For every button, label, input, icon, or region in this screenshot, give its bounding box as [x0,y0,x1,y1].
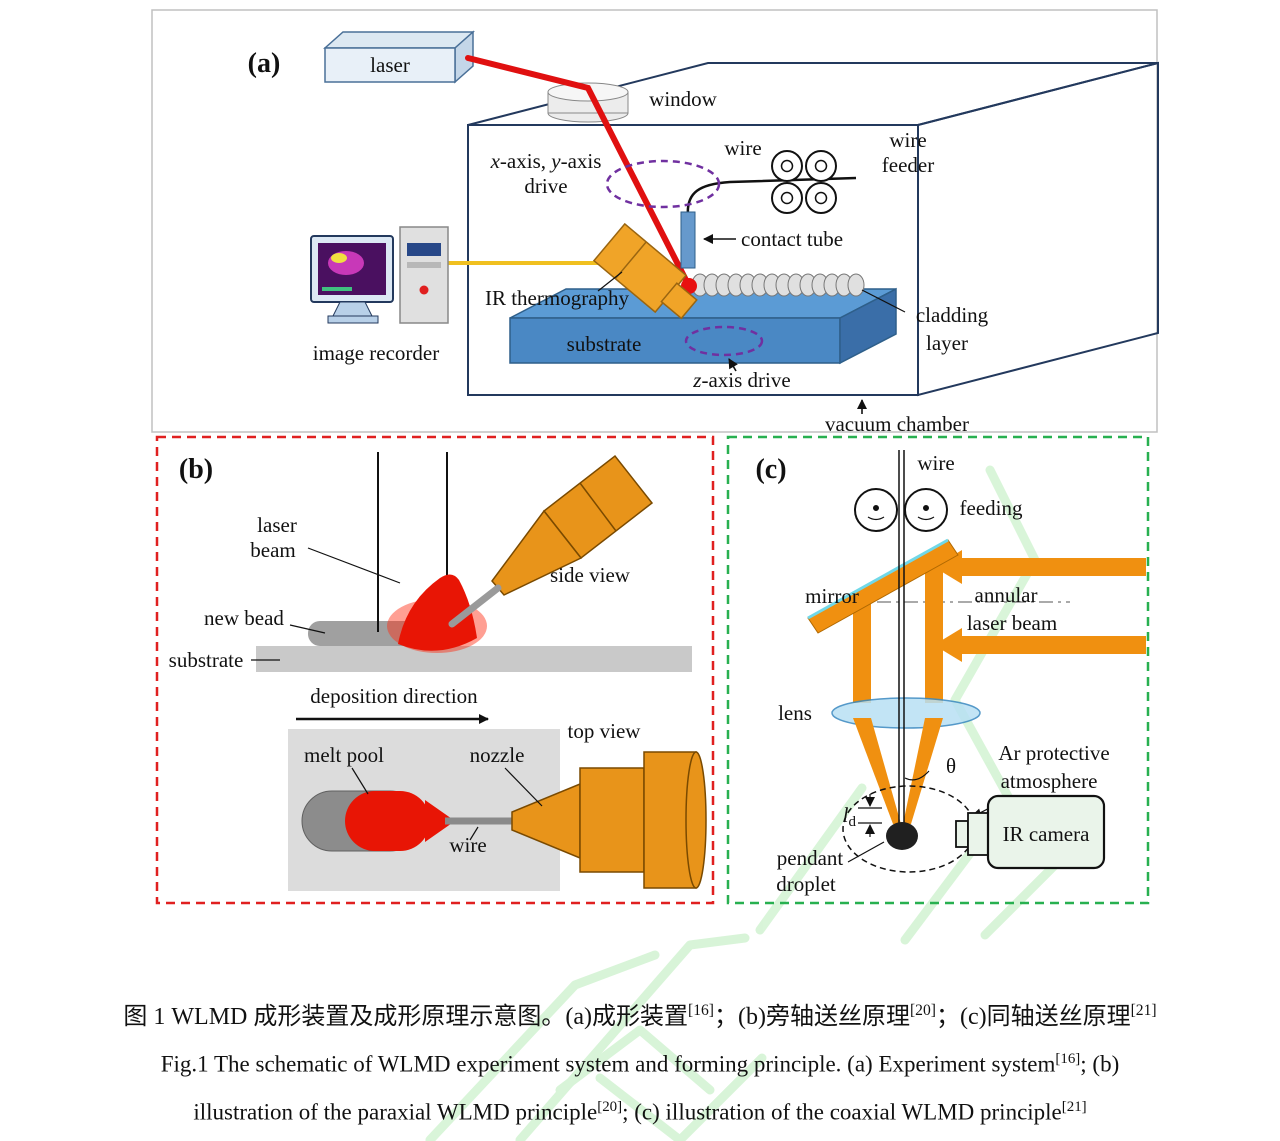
feeding-rollers [854,488,948,532]
z-drive-arrow [728,358,738,372]
new-bead-pointer [289,624,326,634]
melt-pool-tip [425,800,455,842]
vacuum-chamber-label: vacuum chamber [825,412,969,436]
ar-label-line1: Ar protective [998,741,1109,765]
figure-caption: 图 1 WLMD 成形装置及成形原理示意图。(a)成形装置[16]；(b)旁轴送… [0,996,1280,1139]
laser-beam-label-line1: laser [257,513,297,537]
image-recorder [310,226,449,324]
melt-flame [398,574,477,651]
contact-tube [680,211,696,269]
caption-english-line2: illustration of the paraxial WLMD princi… [193,1098,1087,1125]
laser-beam-pointer [307,547,401,584]
cladding-layer-coil [691,273,865,297]
laser-beam-path [465,55,692,289]
melt-pool-pointer [351,767,369,795]
beam-band-left [853,597,871,703]
panel-c: (c) [726,435,1150,905]
melt-pool-label: melt pool [304,743,384,767]
ir-thermography-label: IR thermography [485,286,630,310]
ar-label-line2: atmosphere [1001,769,1098,793]
caption-english-line1: Fig.1 The schematic of WLMD experiment s… [160,1051,1120,1077]
pendant-droplet-pointer [847,841,885,863]
image-recorder-label: image recorder [313,341,440,365]
laser-beam-label-line2: beam [250,538,295,562]
new-bead-label: new bead [204,606,284,630]
xy-drive-ellipse [605,159,721,209]
xy-drive-label-line2: drive [524,174,567,198]
wire-line [686,176,857,217]
lens [831,697,981,729]
wire-label-c: wire [917,451,954,475]
wire-vertical [898,450,905,824]
nozzle-side-view [491,454,654,596]
mirror [807,538,959,634]
ir-thermography-device [592,222,698,320]
deposition-direction-label: deposition direction [310,684,478,708]
wire-label-b: wire [449,833,486,857]
pendant-droplet-label-line2: droplet [776,872,836,896]
caption-chinese: 图 1 WLMD 成形装置及成形原理示意图。(a)成形装置[16]；(b)旁轴送… [123,1002,1157,1030]
z-drive-label: z-axis drive [692,368,790,392]
wire-pointer-b [469,826,479,841]
annular-label: annular [975,583,1038,607]
beam-band-right [925,557,943,703]
figure-diagram: (a) laser window [151,9,1159,905]
panel-a-tag: (a) [248,48,281,79]
cladding-label-line1: cladding [916,303,989,327]
theta-arc [904,770,930,781]
laser-beam-label-c: laser beam [967,611,1057,635]
contact-tube-label: contact tube [741,227,843,251]
mirror-label: mirror [805,584,859,608]
ld-distance-marks [858,794,882,837]
panel-a: (a) laser window [151,9,1159,436]
laser-label: laser [370,53,410,77]
wire-feeder-rollers [771,150,837,214]
z-drive-ellipse [684,325,764,357]
melt-pool-top-view [345,791,430,851]
panel-b: (b) substrate new bead laser beam [155,435,715,905]
annular-beam-arrows [934,550,1146,662]
feeding-label: feeding [960,496,1023,520]
pendant-droplet [886,822,918,850]
panel-b-tag: (b) [179,454,213,485]
ld-label: ld [843,803,857,830]
panel-c-border [726,435,1150,905]
panel-b-border [155,435,715,905]
lens-label: lens [778,701,812,725]
cladding-label-line2: layer [926,331,968,355]
vacuum-chamber-box [467,61,1159,397]
laser-source [323,30,475,84]
pendant-droplet-label-line1: pendant [777,846,844,870]
substrate-label-b: substrate [169,648,244,672]
side-view-label: side view [550,563,631,587]
nozzle-top-view [511,751,707,889]
substrate-label-a: substrate [567,332,642,356]
wire-feeder-label-line2: feeder [882,153,934,177]
nozzle-pointer [504,767,543,807]
nozzle-label: nozzle [470,743,525,767]
top-view-label: top view [568,719,642,743]
theta-label: θ [946,754,956,778]
wire-feeder-label-line1: wire [889,128,926,152]
window-label: window [649,87,718,111]
xy-drive-label-line1: x-axis, y-axis [490,149,602,173]
beam-cone-left [853,718,901,824]
ir-camera-label: IR camera [1003,822,1091,846]
panel-c-tag: (c) [755,454,786,485]
substrate-bar [256,646,692,672]
wire-label-a: wire [724,136,761,160]
cladding-pointer [861,289,906,313]
feed-wire-side [448,584,502,628]
ir-thermography-pointer [597,271,623,292]
substrate-slab [509,287,897,365]
beam-cone-right [903,718,943,824]
ir-camera [955,794,1106,870]
